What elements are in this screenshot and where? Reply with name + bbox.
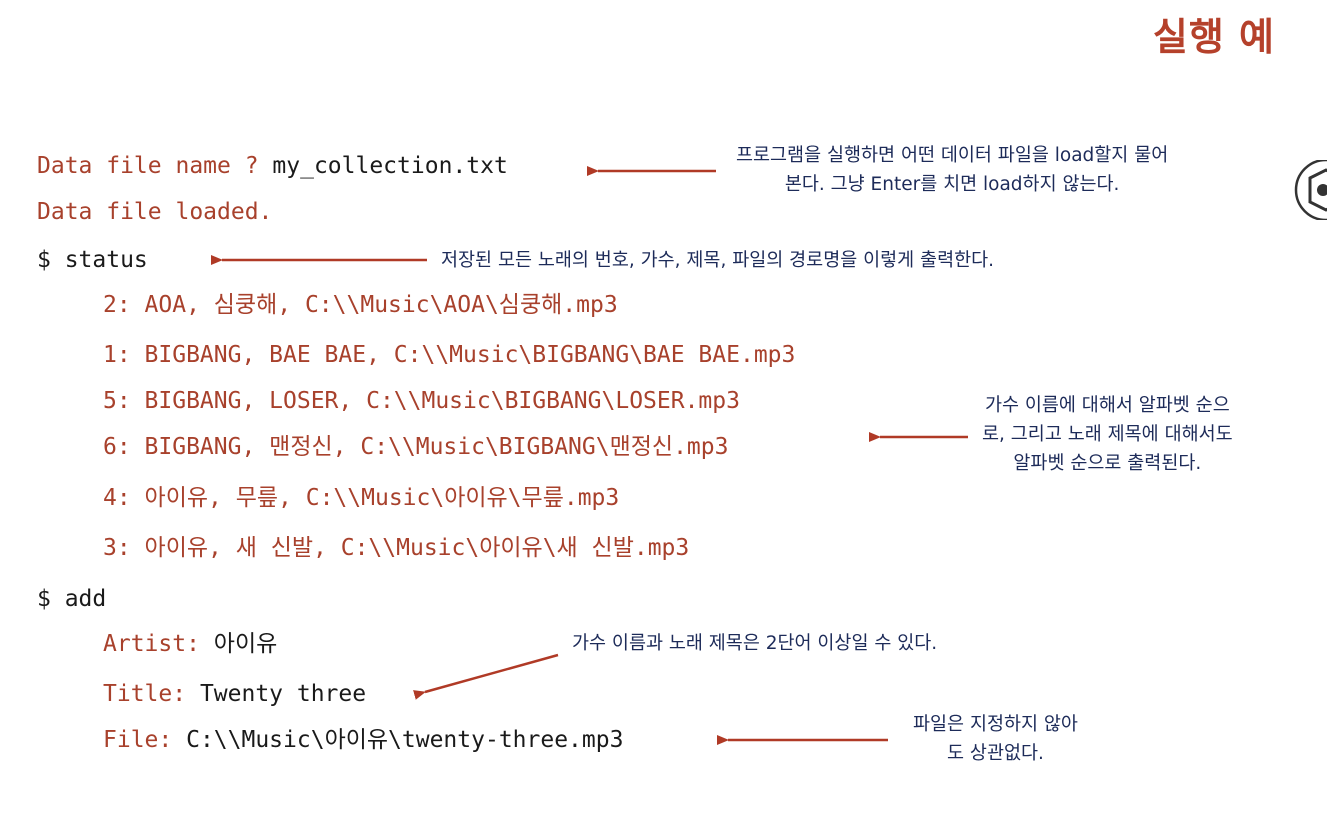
note-file: 파일은 지정하지 않아 도 상관없다. bbox=[913, 714, 1078, 764]
song-line: 3: 아이유, 새 신발, C:\\Music\아이유\새 신발.mp3 bbox=[103, 535, 690, 561]
note-status: 저장된 모든 노래의 번호, 가수, 제목, 파일의 경로명을 이렇게 출력한다… bbox=[441, 250, 995, 271]
song-line: 2: AOA, 심쿵해, C:\\Music\AOA\심쿵해.mp3 bbox=[103, 292, 618, 318]
note-multiword: 가수 이름과 노래 제목은 2단어 이상일 수 있다. bbox=[572, 633, 938, 654]
title-label: Title: bbox=[103, 681, 200, 707]
song-line: 5: BIGBANG, LOSER, C:\\Music\BIGBANG\LOS… bbox=[103, 388, 740, 414]
prompt-line: Data file name ? my_collection.txt bbox=[37, 151, 508, 181]
note-load: 프로그램을 실행하면 어떤 데이터 파일을 load할지 물어 본다. 그냥 E… bbox=[736, 145, 1169, 195]
add-command: $ add bbox=[37, 586, 107, 612]
prompt-label: Data file name ? bbox=[37, 153, 273, 179]
title-value: Twenty three bbox=[199, 681, 367, 707]
prompt-value: my_collection.txt bbox=[272, 153, 508, 179]
note-sort: 가수 이름에 대해서 알파벳 순으 로, 그리고 노래 제목에 대해서도 알파벳… bbox=[982, 395, 1233, 474]
loaded-line: Data file loaded. bbox=[37, 199, 273, 225]
artist-line: Artist: 아이유 bbox=[103, 629, 277, 659]
file-label: File: bbox=[103, 727, 187, 753]
file-value: C:\\Music\아이유\twenty-three.mp3 bbox=[186, 727, 624, 753]
arrow-multiword bbox=[413, 653, 559, 700]
artist-value: 아이유 bbox=[213, 631, 278, 657]
artist-label: Artist: bbox=[103, 631, 214, 657]
hexagon-nav-icon[interactable] bbox=[1290, 160, 1327, 220]
file-line: File: C:\\Music\아이유\twenty-three.mp3 bbox=[103, 725, 623, 755]
song-line: 6: BIGBANG, 맨정신, C:\\Music\BIGBANG\맨정신.m… bbox=[103, 434, 729, 460]
song-line: 1: BIGBANG, BAE BAE, C:\\Music\BIGBANG\B… bbox=[103, 342, 796, 368]
title-line: Title: Twenty three bbox=[103, 679, 366, 709]
slide-title: 실행 예 bbox=[1152, 15, 1275, 59]
status-command: $ status bbox=[37, 247, 148, 273]
song-line: 4: 아이유, 무릎, C:\\Music\아이유\무릎.mp3 bbox=[103, 485, 620, 511]
